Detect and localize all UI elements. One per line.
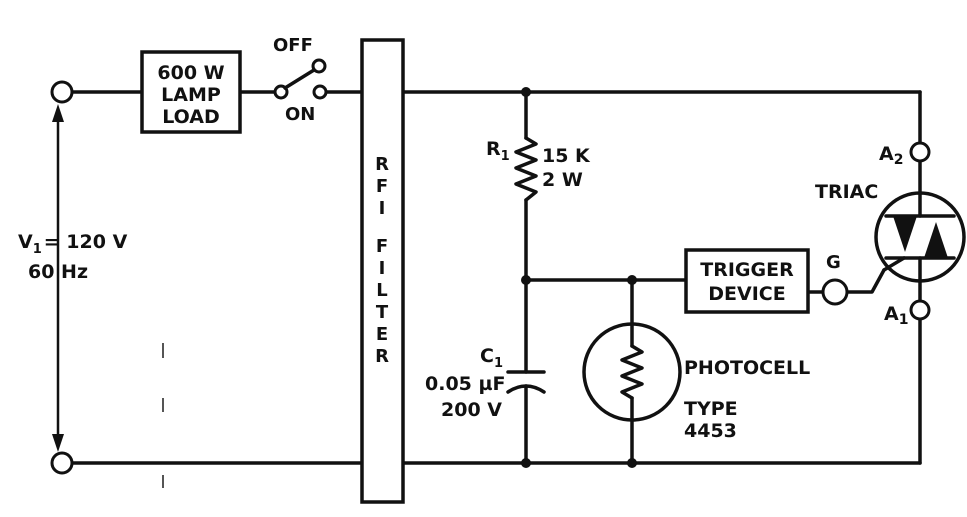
rfi-letter: I	[379, 258, 386, 279]
a1-label: A1	[884, 303, 908, 328]
junction-node	[521, 87, 531, 97]
junction-node	[521, 458, 531, 468]
a2-label: A2	[879, 143, 903, 168]
trigger-line1: TRIGGER	[700, 259, 794, 281]
voltage-arrow	[52, 104, 64, 452]
rfi-letter: F	[376, 236, 388, 257]
frequency-label: 60 Hz	[28, 261, 88, 283]
resistor-wattage: 2 W	[542, 169, 583, 191]
capacitor-c1: C1 0.05 µF 200 V	[425, 345, 546, 421]
gate-terminal	[821, 278, 849, 306]
junction-node	[627, 458, 637, 468]
a2-terminal	[909, 141, 931, 163]
a1-terminal	[909, 299, 931, 321]
voltage-label: V1= 120 V	[18, 231, 128, 257]
rfi-letter: I	[379, 198, 386, 219]
photocell-type: TYPE	[684, 398, 738, 420]
rfi-letter: R	[375, 346, 389, 367]
rfi-letter: F	[376, 176, 388, 197]
resistor-r1: R1 15 K 2 W	[486, 136, 591, 202]
junction-node	[521, 275, 531, 285]
lamp-load: 600 W LAMP LOAD	[140, 50, 242, 134]
lamp-line1: 600 W	[157, 62, 224, 84]
trigger-line2: DEVICE	[708, 283, 785, 305]
photocell-type-number: 4453	[684, 420, 737, 442]
capacitor-ref: C1	[480, 345, 503, 371]
triac-name: TRIAC	[815, 181, 878, 203]
photocell-name: PHOTOCELL	[684, 357, 810, 379]
rfi-letter: R	[375, 154, 389, 175]
rfi-letter: L	[376, 280, 387, 301]
photocell: PHOTOCELL TYPE 4453	[582, 322, 810, 442]
lamp-line2: LAMP	[161, 84, 221, 106]
switch-off-label: OFF	[273, 35, 313, 56]
rfi-letter: E	[376, 324, 388, 345]
gate-label: G	[826, 252, 841, 273]
trigger-device: TRIGGER DEVICE	[684, 248, 810, 314]
capacitor-value: 0.05 µF	[425, 373, 505, 395]
input-terminal-bottom	[50, 451, 74, 475]
resistor-value: 15 K	[542, 145, 591, 167]
input-terminal-top	[50, 80, 74, 104]
junction-node	[627, 275, 637, 285]
switch: OFF ON	[273, 35, 328, 125]
rfi-filter: R F I F I L T E R	[360, 38, 405, 504]
switch-on-label: ON	[285, 104, 315, 125]
triac: TRIAC	[815, 181, 966, 283]
resistor-ref: R1	[486, 138, 510, 164]
capacitor-voltage: 200 V	[441, 399, 502, 421]
rfi-letter: T	[376, 302, 389, 323]
lamp-line3: LOAD	[162, 106, 220, 128]
